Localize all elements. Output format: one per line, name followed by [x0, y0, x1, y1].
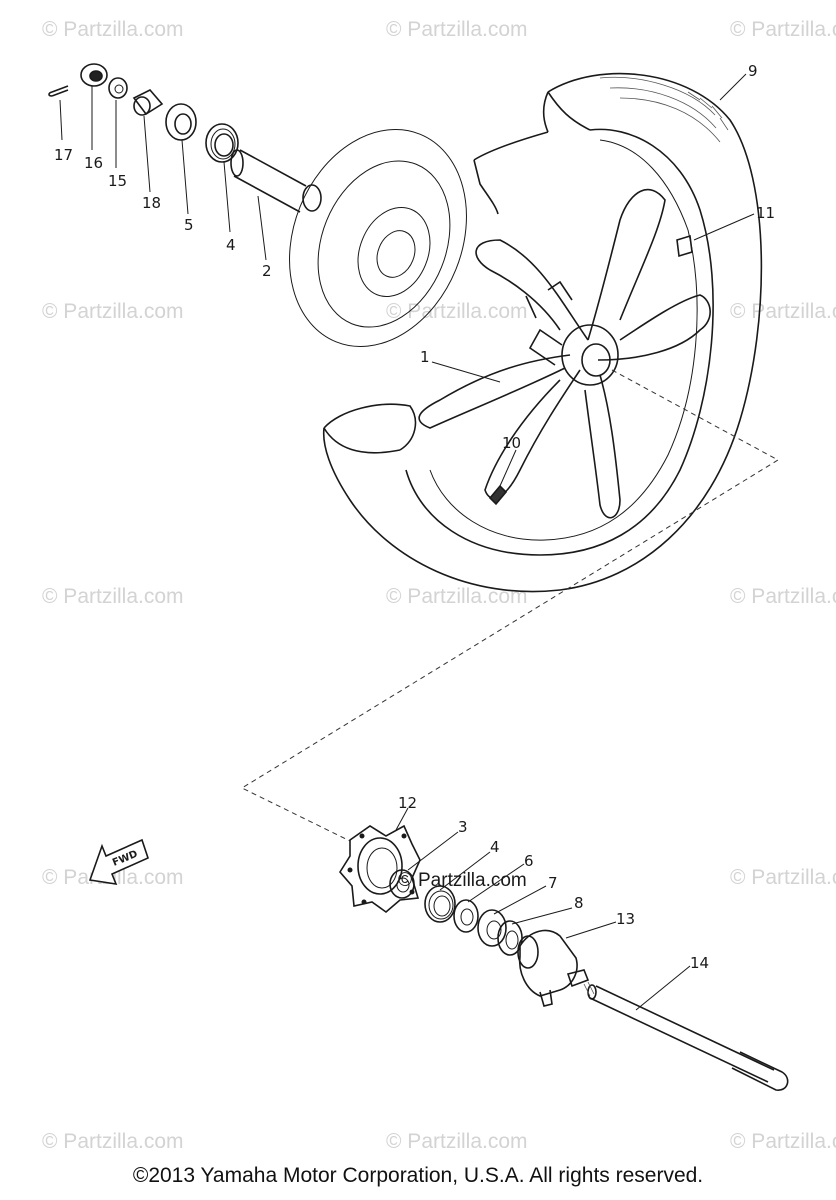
copyright-notice: ©2013 Yamaha Motor Corporation, U.S.A. A… [132, 1164, 704, 1187]
washer-7 [477, 909, 507, 947]
watermark: © Partzilla.com [730, 585, 836, 608]
watermark: © Partzilla.com [386, 1130, 528, 1153]
callout-5: 5 [184, 216, 194, 234]
washer-15 [108, 77, 128, 99]
inline-watermark-copyright: © [398, 870, 412, 891]
watermark: © Partzilla.com [386, 18, 528, 41]
inline-watermark: Partzilla.com [418, 870, 527, 891]
phantom-line [240, 369, 780, 843]
watermark: © Partzilla.com [386, 585, 528, 608]
balance-weight-11 [676, 234, 693, 258]
axle-nut-16 [80, 63, 108, 87]
cotter-pin-17 [48, 85, 69, 97]
callout-4-bottom: 4 [490, 838, 500, 856]
watermark: © Partzilla.com [42, 1130, 184, 1153]
callout-17: 17 [54, 146, 73, 164]
brake-disc [289, 128, 467, 348]
watermark: © Partzilla.com [730, 300, 836, 323]
callout-6: 6 [524, 852, 534, 870]
callout-9: 9 [748, 62, 758, 80]
callout-3: 3 [458, 818, 468, 836]
axle-14 [583, 981, 789, 1091]
callout-1: 1 [420, 348, 430, 366]
callout-16: 16 [84, 154, 103, 172]
callout-18: 18 [142, 194, 161, 212]
watermark: © Partzilla.com [730, 1130, 836, 1153]
valve-10 [488, 484, 508, 506]
oil-seal-5 [165, 103, 197, 141]
watermark: © Partzilla.com [42, 300, 184, 323]
callout-labels: 17 16 15 18 5 4 2 9 11 1 10 12 3 4 6 7 8… [54, 62, 775, 972]
watermark: © Partzilla.com [730, 18, 836, 41]
seal-6 [453, 899, 479, 933]
watermark: © Partzilla.com [42, 585, 184, 608]
callout-14: 14 [690, 954, 709, 972]
watermark: © Partzilla.com [386, 300, 528, 323]
callout-12: 12 [398, 794, 417, 812]
collar-2 [230, 149, 322, 213]
bearing-3 [389, 869, 415, 899]
spacer-18 [132, 89, 164, 116]
callout-13: 13 [616, 910, 635, 928]
callout-11: 11 [756, 204, 775, 222]
watermark: © Partzilla.com [42, 18, 184, 41]
fwd-arrow-icon: FWD [88, 838, 149, 886]
bearing-4-top [205, 123, 239, 163]
callout-15: 15 [108, 172, 127, 190]
callout-10: 10 [502, 434, 521, 452]
callout-2: 2 [262, 262, 272, 280]
watermark: © Partzilla.com [730, 866, 836, 889]
callout-4-top: 4 [226, 236, 236, 254]
leader-lines [59, 73, 755, 1011]
callout-7: 7 [548, 874, 558, 892]
rim-1 [418, 188, 711, 519]
drive-flange-12 [339, 824, 421, 914]
bearing-4-bottom [424, 885, 456, 923]
tire-9 [322, 72, 763, 593]
callout-8: 8 [574, 894, 584, 912]
meter-gear-13 [517, 929, 590, 1007]
